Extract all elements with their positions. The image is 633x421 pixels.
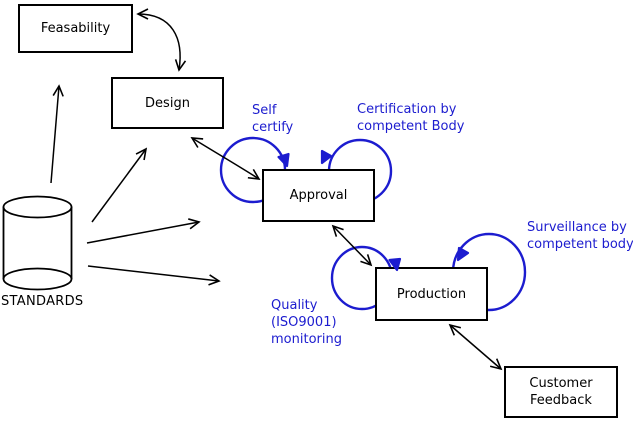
- design-box: Design: [111, 77, 224, 129]
- production-box: Production: [375, 267, 488, 321]
- customer-feedback-label-line2: Feedback: [530, 393, 592, 408]
- customer-feedback-label-line1: Customer: [529, 376, 593, 391]
- surveillance-annotation: Surveillance by competent body: [527, 220, 633, 252]
- arrow-feasability-design: [136, 8, 187, 72]
- certification-annotation: Certification by competent Body: [357, 102, 465, 134]
- arrow-standards-to-feasability: [50, 84, 64, 184]
- quality-monitoring-annotation: Quality (ISO9001) monitoring: [271, 298, 342, 347]
- arrow-design-approval: [190, 137, 261, 180]
- feasability-box: Feasability: [18, 4, 133, 53]
- customer-feedback-box: Customer Feedback: [504, 366, 618, 418]
- arrow-production-customer-feedback: [448, 323, 503, 371]
- standards-cylinder: [2, 195, 73, 291]
- feasability-label: Feasability: [40, 21, 111, 36]
- design-label: Design: [145, 95, 190, 111]
- arrow-standards-to-production: [87, 265, 221, 286]
- approval-label: Approval: [289, 188, 348, 203]
- approval-box: Approval: [262, 169, 375, 222]
- arrow-standards-to-approval: [86, 218, 201, 244]
- arrow-approval-production: [331, 224, 373, 267]
- production-label: Production: [396, 286, 467, 302]
- self-certify-annotation: Self certify: [252, 103, 294, 135]
- arrow-standards-to-design: [91, 147, 148, 223]
- standards-label: STANDARDS: [1, 294, 84, 309]
